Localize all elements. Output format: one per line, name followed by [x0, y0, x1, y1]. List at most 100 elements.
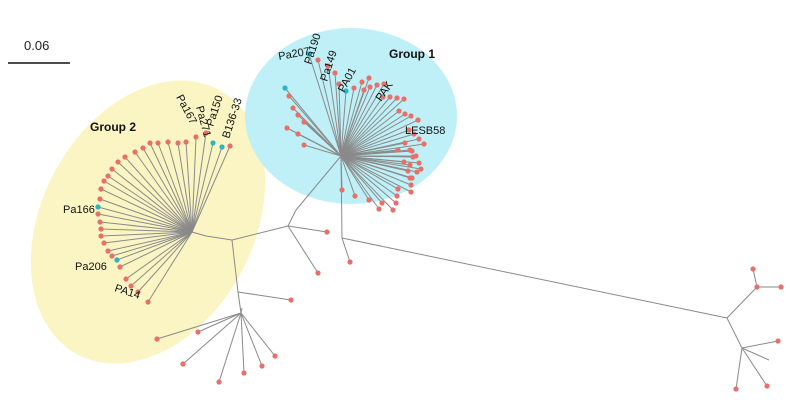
leaf-node — [147, 140, 153, 146]
tree-branch — [177, 142, 193, 233]
leaf-node — [415, 117, 421, 123]
tree-branch — [340, 115, 412, 157]
leaf-node — [195, 329, 201, 335]
tree-branches — [97, 53, 781, 390]
tree-branch — [340, 155, 398, 197]
tree-branch — [340, 83, 385, 157]
label-lesb58: LESB58 — [405, 125, 445, 137]
group-2-region — [30, 80, 266, 364]
tree-branch — [100, 231, 193, 237]
leaf-node — [288, 297, 294, 303]
leaf-node — [284, 125, 290, 131]
leaf-node — [401, 159, 407, 165]
leaf-node — [381, 81, 387, 87]
tree-branch — [340, 155, 380, 210]
leaf-node — [315, 57, 321, 63]
label-pa207: Pa207 — [277, 46, 310, 63]
leaf-node — [408, 189, 414, 195]
tree-branch — [125, 231, 193, 280]
leaf-node — [410, 154, 416, 160]
tree-branch — [100, 228, 193, 233]
tree-branch — [340, 155, 383, 204]
tree-branch — [334, 72, 342, 157]
tree-branch — [167, 141, 193, 233]
leaf-node — [259, 363, 265, 369]
leaf-node — [315, 270, 321, 276]
leaf-node — [336, 81, 342, 87]
tree-branch — [340, 96, 384, 157]
leaf-node — [227, 143, 233, 149]
leaf-node — [175, 140, 181, 146]
tree-branch — [149, 142, 193, 233]
tree-branch — [340, 133, 415, 157]
leaf-node — [105, 248, 111, 254]
backbone-branch — [341, 237, 351, 263]
tree-branch — [134, 151, 193, 233]
tree-branch — [308, 53, 342, 157]
leaf-node — [193, 134, 199, 140]
leaf-node — [402, 140, 408, 146]
leaf-node — [401, 96, 407, 102]
tree-branch — [340, 155, 343, 191]
tree-branch — [191, 132, 207, 233]
tree-branch — [107, 175, 193, 233]
tree-branch — [303, 121, 342, 157]
tree-branch — [752, 268, 758, 288]
tree-branch — [142, 147, 193, 233]
tree-branch — [340, 87, 355, 157]
leaf-node — [376, 206, 382, 212]
highlighted-leaf-node — [282, 85, 288, 91]
leaf-node — [339, 187, 345, 193]
tree-branch — [340, 155, 414, 158]
backbone-branch — [341, 237, 728, 319]
leaf-node — [359, 79, 365, 85]
tree-branch — [340, 155, 412, 193]
tree-branch — [340, 86, 371, 157]
leaf-node — [374, 82, 380, 88]
tree-branch — [340, 97, 398, 157]
label-pa166: Pa166 — [63, 204, 95, 216]
tree-branch — [137, 231, 193, 293]
tree-branch — [340, 143, 425, 157]
leaf-node — [272, 353, 278, 359]
backbone-branch — [231, 239, 239, 293]
tree-branch — [340, 110, 400, 157]
leaf-node — [421, 141, 427, 147]
tree-branch — [741, 347, 768, 387]
tree-branch — [111, 168, 193, 233]
leaf-node — [216, 379, 222, 385]
tree-branch — [191, 136, 197, 233]
tree-branch — [97, 206, 193, 233]
tree-branch — [726, 286, 758, 319]
leaf-node — [409, 175, 415, 181]
leaf-node — [183, 139, 189, 145]
leaf-node — [301, 142, 307, 148]
leaf-node — [165, 139, 171, 145]
leaf-node — [105, 173, 111, 179]
tree-branch — [340, 155, 394, 211]
leaf-node — [390, 207, 396, 213]
tree-branch — [340, 129, 410, 157]
leaf-node — [140, 145, 146, 151]
tree-branch — [741, 347, 770, 361]
leaf-node — [324, 229, 330, 235]
group-2-label: Group 2 — [90, 120, 136, 134]
tree-branch — [119, 231, 193, 268]
leaf-node — [352, 193, 358, 199]
tree-branch — [99, 221, 193, 233]
tree-branch — [156, 312, 242, 340]
leaf-node — [117, 264, 123, 270]
tree-branch — [340, 89, 365, 157]
backbone-branch — [287, 225, 319, 274]
tree-branch — [340, 155, 405, 163]
tree-branch — [240, 312, 245, 374]
tree-branch — [340, 90, 347, 157]
leaf-node — [97, 196, 103, 202]
tree-branch — [182, 312, 242, 365]
tree-branch — [157, 142, 193, 233]
leaf-node — [351, 85, 357, 91]
tree-branch — [340, 155, 356, 197]
tree-branch — [185, 141, 193, 233]
backbone-branch — [231, 225, 289, 241]
tree-branch — [726, 317, 743, 349]
